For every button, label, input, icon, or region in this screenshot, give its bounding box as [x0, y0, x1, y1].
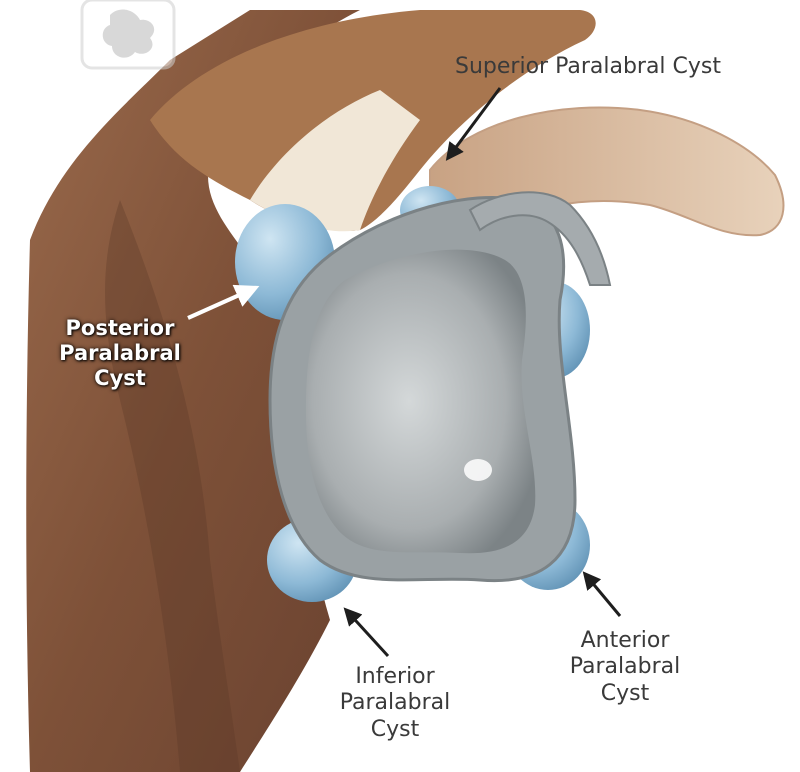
- anterior-label: Anterior Paralabral Cyst: [545, 628, 705, 707]
- inferior-label: Inferior Paralabral Cyst: [315, 664, 475, 743]
- glenoid-fossa: [306, 250, 535, 554]
- watermark-icon: [82, 0, 174, 68]
- posterior-label: Posterior Paralabral Cyst: [40, 316, 200, 392]
- superior-label: Superior Paralabral Cyst: [455, 54, 775, 80]
- glenoid-highlight: [464, 459, 492, 481]
